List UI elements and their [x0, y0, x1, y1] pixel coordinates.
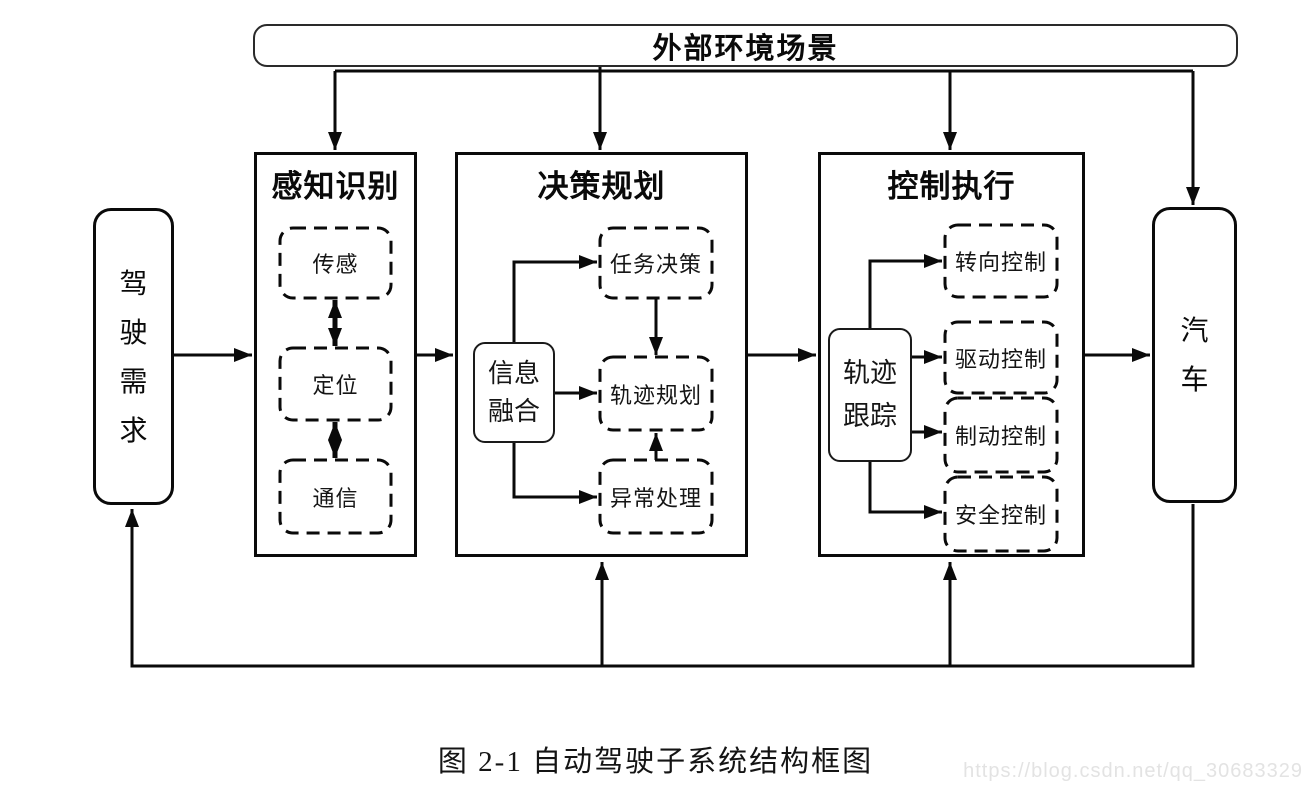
control-section: 控制执行 轨迹跟踪 转向控制 驱动控制 制动控制 安全控制 [818, 152, 1085, 557]
positioning-label: 定位 [312, 373, 359, 398]
trajectory-tracking-label: 轨迹跟踪 [843, 357, 897, 431]
perception-section: 感知识别 传感 定位 通信 [254, 152, 417, 557]
vehicle-node: 汽车 [1152, 207, 1237, 503]
vehicle-label: 汽车 [1180, 315, 1209, 395]
driving-demand-label: 驾驶需求 [119, 267, 148, 446]
decision-section: 决策规划 信息融合 任务决策 轨迹规划 异常处理 [455, 152, 748, 557]
brake-control-label: 制动控制 [954, 424, 1047, 449]
external-environment-label: 外部环境场景 [652, 32, 839, 65]
trajectory-tracking-node: 轨迹跟踪 [828, 328, 912, 462]
driving-demand-node: 驾驶需求 [93, 208, 174, 505]
safety-control-label: 安全控制 [954, 503, 1047, 528]
drive-control-label: 驱动控制 [954, 346, 1047, 372]
information-fusion-node: 信息融合 [473, 342, 555, 443]
trajectory-planning-label: 轨迹规划 [609, 382, 702, 408]
task-decision-label: 任务决策 [609, 252, 702, 277]
exception-handling-label: 异常处理 [609, 485, 702, 511]
figure-caption: 图 2-1 自动驾驶子系统结构框图 [437, 746, 874, 778]
steering-control-label: 转向控制 [954, 250, 1047, 275]
sensing-label: 传感 [312, 252, 359, 277]
control-title: 控制执行 [887, 169, 1016, 204]
decision-title: 决策规划 [537, 169, 666, 204]
watermark-text: https://blog.csdn.net/qq_30683329 [963, 760, 1303, 782]
communication-label: 通信 [312, 485, 359, 511]
external-environment-node: 外部环境场景 [253, 24, 1238, 67]
information-fusion-label: 信息融合 [487, 357, 540, 426]
perception-title: 感知识别 [271, 169, 400, 204]
